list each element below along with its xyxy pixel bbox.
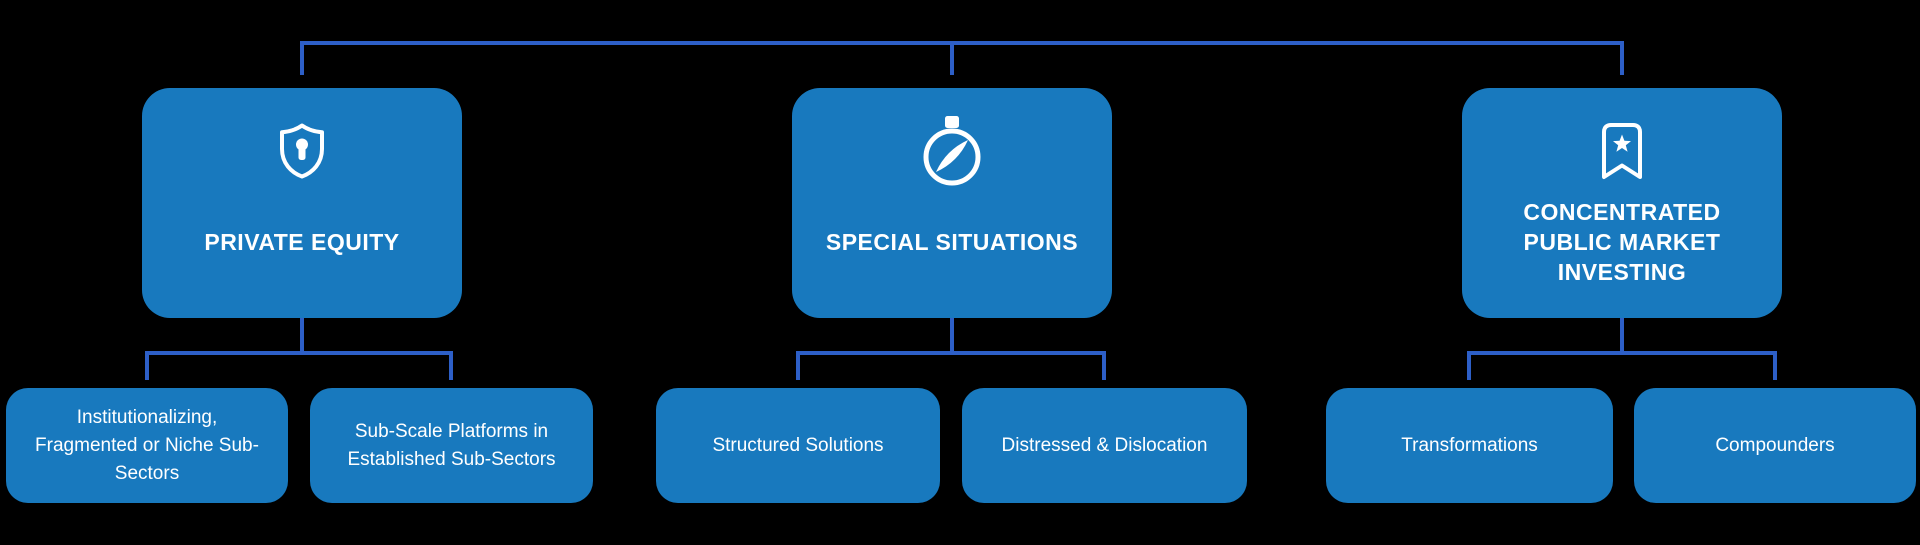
connector-line-drop-child-6 [1773, 351, 1777, 380]
connector-line-drop-child-4 [1102, 351, 1106, 380]
sub-strategy-card: Compounders [1634, 388, 1916, 503]
sub-strategy-label: Transformations [1401, 434, 1538, 456]
branch-title: PRIVATE EQUITY [204, 228, 400, 255]
sub-strategy-label: Sub-Scale Platforms in Established Sub-S… [347, 420, 556, 470]
compass-icon [920, 116, 984, 186]
connector-line-rail-group-3 [1467, 351, 1777, 355]
branch-title: CONCENTRATED PUBLIC MARKET INVESTING [1523, 198, 1721, 285]
connector-line-drop-child-5 [1467, 351, 1471, 380]
connector-line-drop-branch-1 [300, 41, 304, 75]
sub-strategy-label: Distressed & Dislocation [1001, 434, 1208, 456]
branch-title: SPECIAL SITUATIONS [825, 228, 1079, 255]
connector-line-top-rail [300, 41, 1624, 45]
connector-line-drop-child-3 [796, 351, 800, 380]
branch-card-special-situations: SPECIAL SITUATIONS [792, 88, 1112, 318]
connector-line-drop-child-2 [449, 351, 453, 380]
connector-line-stub-group-1 [300, 318, 304, 355]
sub-strategy-card: Sub-Scale Platforms in Established Sub-S… [310, 388, 593, 503]
connector-line-rail-group-2 [796, 351, 1106, 355]
branch-card-private-equity: PRIVATE EQUITY [142, 88, 462, 318]
connector-line-stub-group-2 [950, 318, 954, 355]
connector-line-rail-group-1 [145, 351, 453, 355]
sub-strategy-label: Structured Solutions [712, 434, 884, 456]
connector-line-drop-branch-2 [950, 41, 954, 75]
sub-strategy-card: Distressed & Dislocation [962, 388, 1247, 503]
connector-line-drop-branch-3 [1620, 41, 1624, 75]
sub-strategy-card: Structured Solutions [656, 388, 940, 503]
sub-strategy-label: Compounders [1715, 434, 1835, 456]
shield-lock-icon [278, 119, 326, 183]
sub-strategy-label: Institutionalizing, Fragmented or Niche … [35, 406, 259, 484]
sub-strategy-card: Transformations [1326, 388, 1613, 503]
connector-line-stub-group-3 [1620, 318, 1624, 355]
sub-strategy-card: Institutionalizing, Fragmented or Niche … [6, 388, 288, 503]
connector-line-drop-child-1 [145, 351, 149, 380]
bookmark-star-icon [1599, 119, 1645, 183]
branch-card-concentrated-public-market-investing: CONCENTRATED PUBLIC MARKET INVESTING [1462, 88, 1782, 318]
